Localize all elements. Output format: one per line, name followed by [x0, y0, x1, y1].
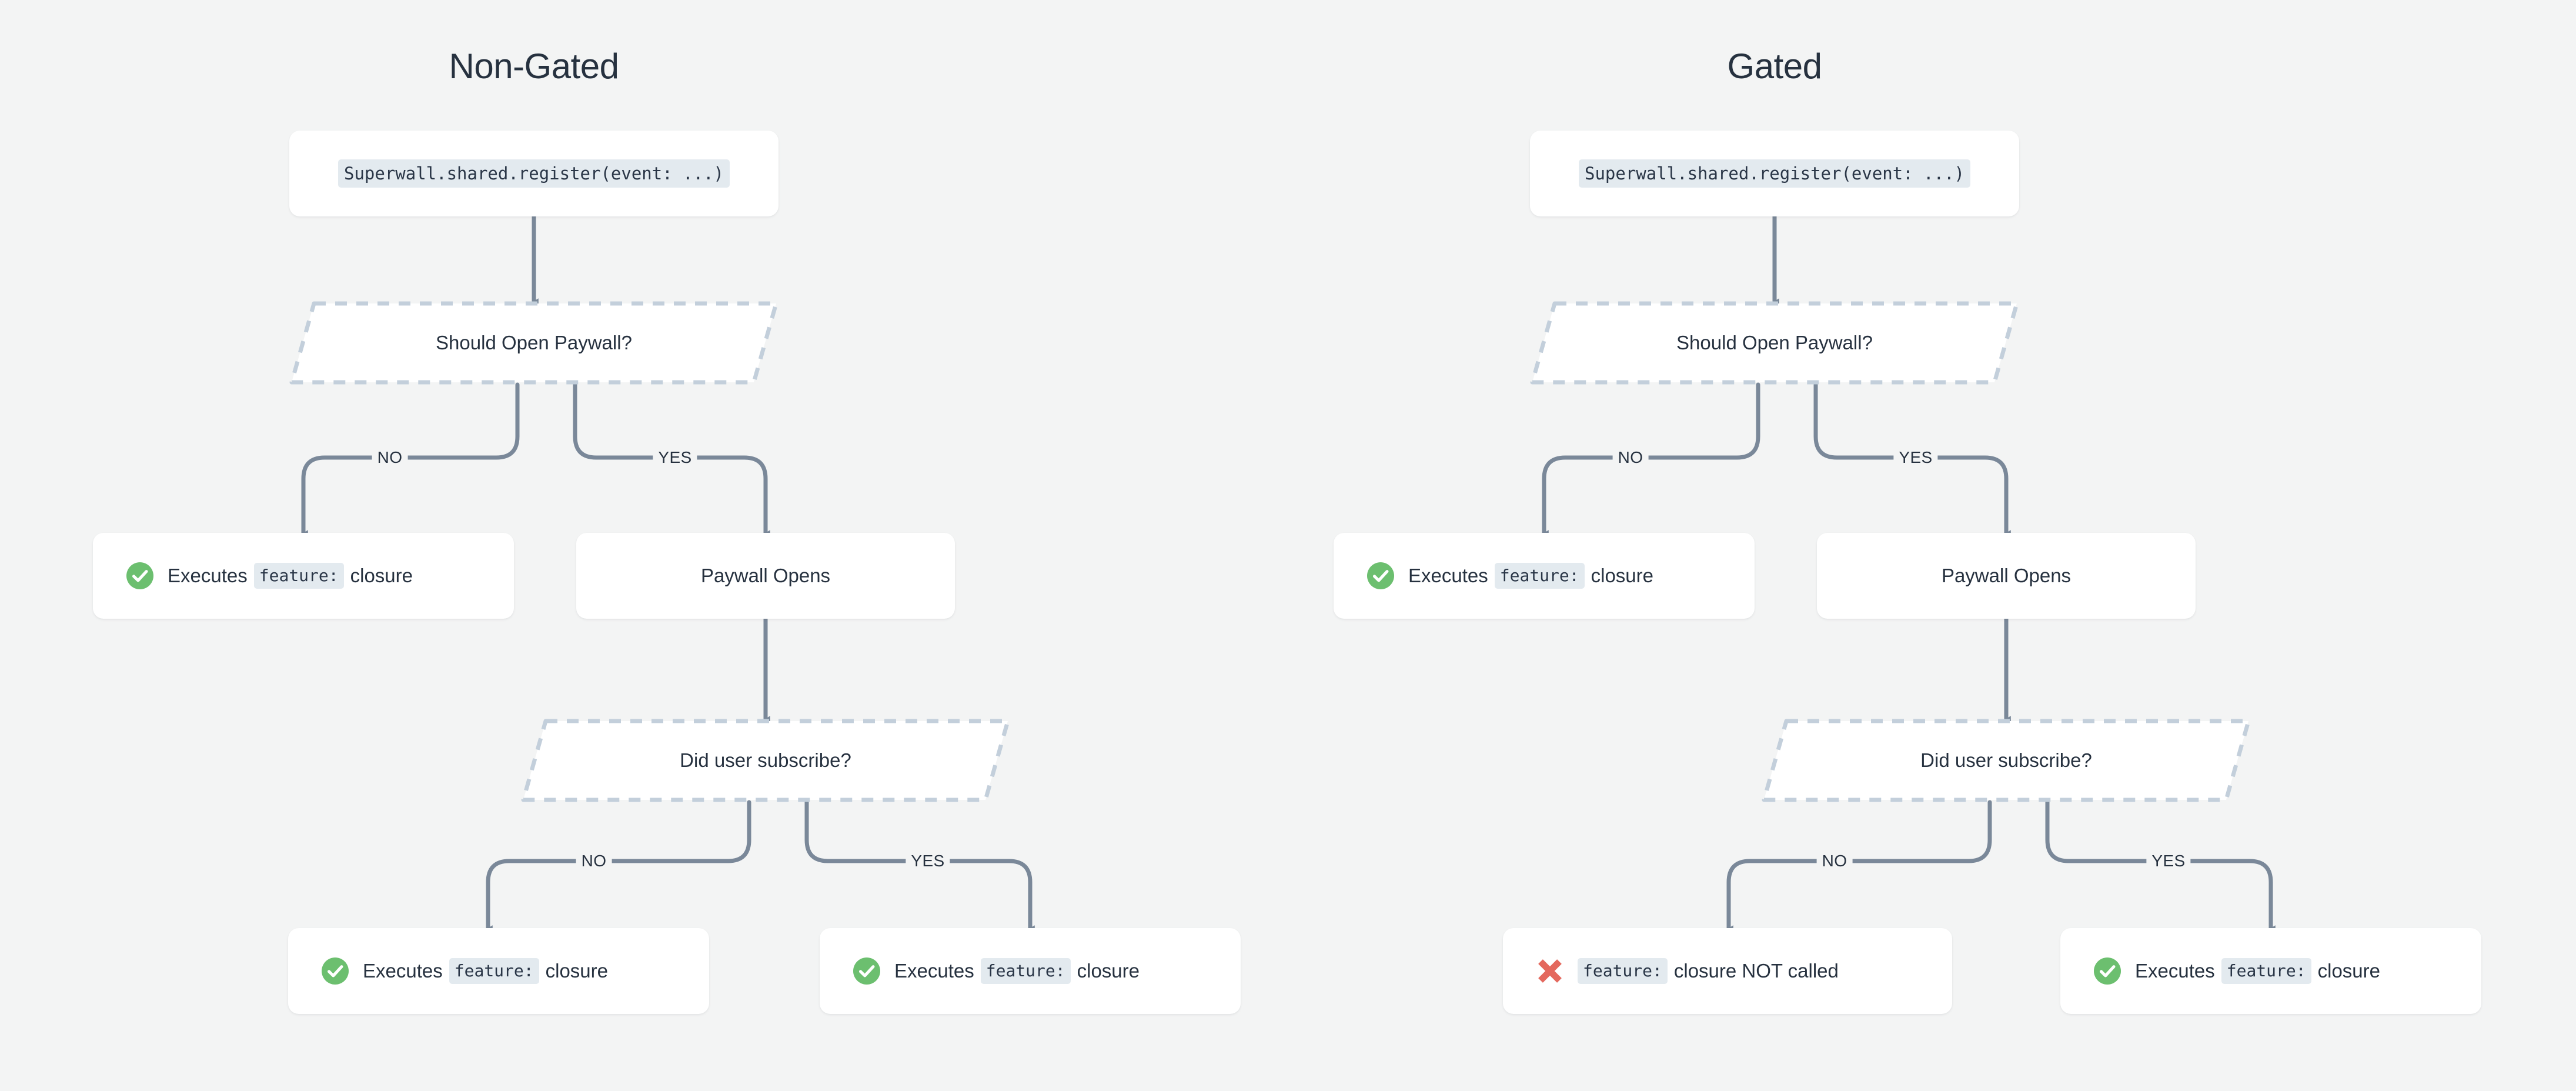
result-row: Executes feature: closure	[1365, 560, 1653, 591]
result-suffix: closure NOT called	[1673, 960, 1839, 982]
node-register-non-gated[interactable]: Superwall.shared.register(event: ...)	[289, 131, 779, 216]
code-feature-chip: feature:	[253, 563, 344, 589]
result-prefix: Executes	[168, 565, 248, 587]
result-row: Executes feature: closure	[320, 956, 608, 986]
decision-label: Did user subscribe?	[1920, 749, 2092, 771]
result-text: Executes feature: closure	[1408, 563, 1653, 589]
result-row: Executes feature: closure	[851, 956, 1140, 986]
decision-should-open-paywall-gated[interactable]: Should Open Paywall?	[1530, 301, 2019, 385]
result-suffix: closure	[1591, 565, 1653, 587]
branch-label-subscribe-no-gated: NO	[1816, 852, 1853, 870]
node-feature-closure-not-called-gated[interactable]: feature: closure NOT called	[1503, 928, 1952, 1014]
x-mark-icon	[1538, 959, 1562, 983]
trapezoid-shape	[1762, 719, 2251, 802]
check-circle-icon	[853, 957, 880, 985]
result-suffix: closure	[2317, 960, 2380, 982]
branch-label-paywall-yes-non-gated: YES	[653, 448, 697, 467]
node-paywall-opens-non-gated[interactable]: Paywall Opens	[576, 533, 955, 619]
node-register-gated[interactable]: Superwall.shared.register(event: ...)	[1530, 131, 2019, 216]
result-text: Executes feature: closure	[363, 958, 608, 984]
trapezoid-shape	[1530, 301, 2019, 385]
check-circle-icon	[2094, 957, 2121, 985]
code-feature-chip: feature:	[2221, 958, 2311, 984]
node-executes-feature-closure-sub-yes-gated[interactable]: Executes feature: closure	[2060, 928, 2481, 1014]
result-text: feature: closure NOT called	[1578, 958, 1839, 984]
code-register-gated: Superwall.shared.register(event: ...)	[1578, 159, 1970, 188]
check-circle-icon	[1367, 562, 1394, 589]
branch-label-paywall-no-non-gated: NO	[372, 448, 408, 467]
result-text: Executes feature: closure	[2135, 958, 2380, 984]
decision-label: Should Open Paywall?	[1676, 332, 1873, 353]
node-label: Paywall Opens	[1941, 565, 2072, 587]
decision-did-user-subscribe-non-gated[interactable]: Did user subscribe?	[521, 719, 1010, 802]
result-text: Executes feature: closure	[168, 563, 413, 589]
trapezoid-shape	[289, 301, 779, 385]
node-paywall-opens-gated[interactable]: Paywall Opens	[1817, 533, 2196, 619]
node-executes-feature-closure-no-gated[interactable]: Executes feature: closure	[1334, 533, 1755, 619]
node-executes-feature-closure-sub-yes-non-gated[interactable]: Executes feature: closure	[820, 928, 1241, 1014]
check-circle-icon	[322, 957, 349, 985]
check-circle-icon	[126, 562, 153, 589]
result-suffix: closure	[1077, 960, 1140, 982]
result-row: Executes feature: closure	[2092, 956, 2380, 986]
result-suffix: closure	[350, 565, 413, 587]
column-title-gated: Gated	[1727, 46, 1822, 86]
decision-did-user-subscribe-gated[interactable]: Did user subscribe?	[1762, 719, 2251, 802]
node-label: Paywall Opens	[700, 565, 831, 587]
node-executes-feature-closure-no-non-gated[interactable]: Executes feature: closure	[93, 533, 514, 619]
code-feature-chip: feature:	[1494, 563, 1585, 589]
decision-label: Should Open Paywall?	[436, 332, 632, 353]
result-prefix: Executes	[363, 960, 443, 982]
branch-label-subscribe-no-non-gated: NO	[576, 852, 612, 870]
code-feature-chip: feature:	[980, 958, 1071, 984]
result-suffix: closure	[545, 960, 608, 982]
result-prefix: Executes	[1408, 565, 1488, 587]
result-row: feature: closure NOT called	[1535, 956, 1839, 986]
code-feature-chip: feature:	[449, 958, 539, 984]
result-prefix: Executes	[894, 960, 974, 982]
branch-label-paywall-yes-gated: YES	[1893, 448, 1938, 467]
column-title-non-gated: Non-Gated	[449, 46, 620, 86]
code-feature-chip: feature:	[1578, 958, 1668, 984]
decision-should-open-paywall-non-gated[interactable]: Should Open Paywall?	[289, 301, 779, 385]
branch-label-subscribe-yes-gated: YES	[2146, 852, 2191, 870]
trapezoid-shape	[521, 719, 1010, 802]
result-text: Executes feature: closure	[894, 958, 1140, 984]
code-register-non-gated: Superwall.shared.register(event: ...)	[338, 159, 730, 188]
node-executes-feature-closure-sub-no-non-gated[interactable]: Executes feature: closure	[288, 928, 709, 1014]
branch-label-subscribe-yes-non-gated: YES	[906, 852, 950, 870]
branch-label-paywall-no-gated: NO	[1612, 448, 1649, 467]
result-row: Executes feature: closure	[125, 560, 413, 591]
result-prefix: Executes	[2135, 960, 2215, 982]
decision-label: Did user subscribe?	[680, 749, 851, 771]
